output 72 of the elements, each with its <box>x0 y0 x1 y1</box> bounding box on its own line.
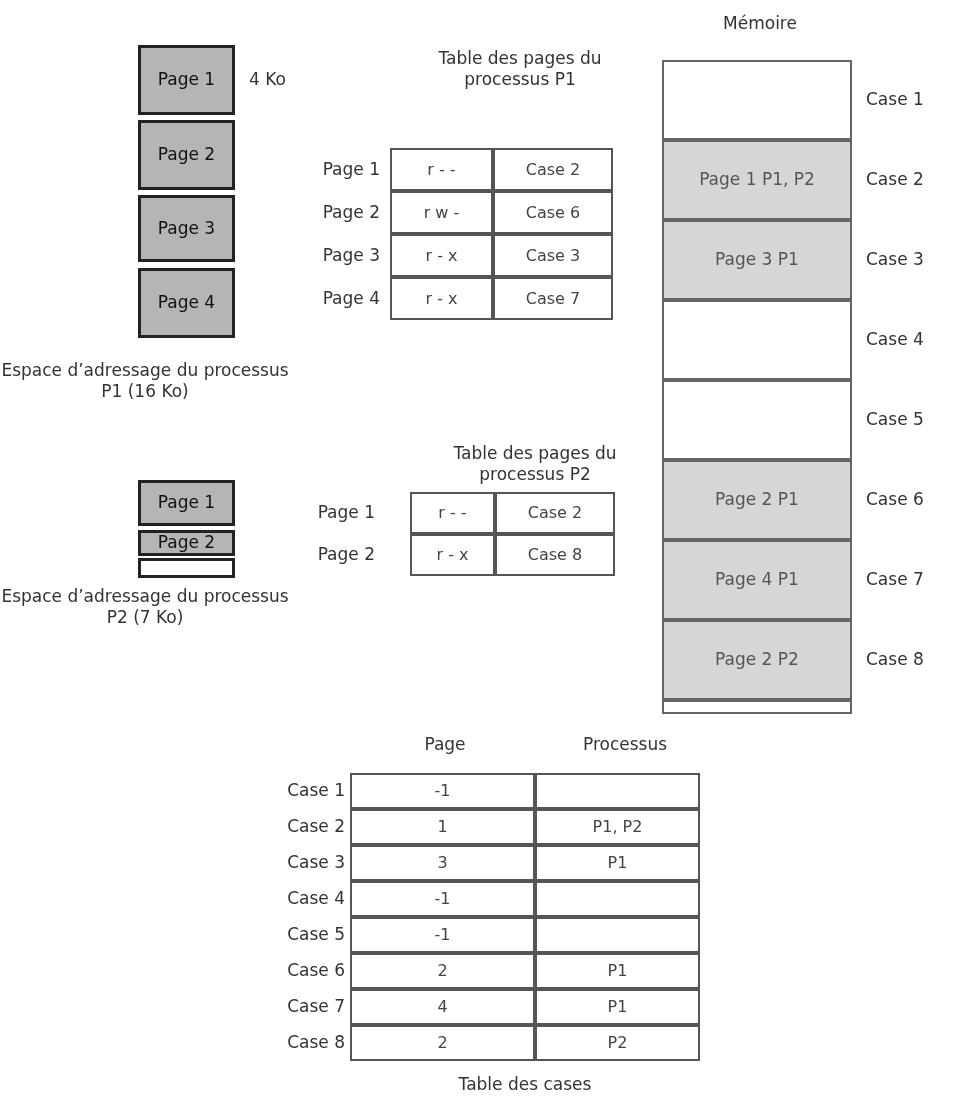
caption-text: Table des cases <box>457 1073 593 1097</box>
table-cell: 1 <box>350 809 535 845</box>
table-cell: r - x <box>390 234 493 277</box>
table-cell: Case 8 <box>495 534 615 576</box>
table-cell: P1, P2 <box>535 809 700 845</box>
page-box: Page 1 <box>138 45 235 115</box>
caption-text: Processus <box>581 733 669 757</box>
row-label: Page 1 <box>321 157 380 181</box>
table-cell: P1 <box>535 845 700 881</box>
table-cell: Case 3 <box>493 234 613 277</box>
page-box: Page 2 <box>138 530 235 556</box>
empty-bar <box>138 558 235 578</box>
caption-text: Table des pages du processus P2 <box>452 441 618 486</box>
caption-text: Espace d’adressage du processus P1 (16 Ko) <box>0 358 290 403</box>
empty-memory-frame <box>662 300 852 380</box>
row-label: Case 1 <box>286 779 345 803</box>
table-cell: Case 2 <box>493 148 613 191</box>
empty-memory-frame <box>662 60 852 140</box>
row-label: Case 5 <box>286 923 345 947</box>
caption-text: Mémoire <box>722 12 798 36</box>
frame-label: Case 4 <box>866 328 925 352</box>
page-box: Page 2 <box>138 120 235 190</box>
table-cell: P2 <box>535 1025 700 1061</box>
row-label: Case 6 <box>286 959 345 983</box>
table-cell: P1 <box>535 989 700 1025</box>
caption-text: Espace d’adressage du processus P2 (7 Ko) <box>0 584 290 629</box>
row-label: Page 4 <box>321 286 380 310</box>
frame-label: Case 7 <box>866 568 925 592</box>
table-cell: -1 <box>350 917 535 953</box>
empty-memory-frame <box>662 380 852 460</box>
page-box: Page 3 <box>138 195 235 262</box>
table-cell: Case 6 <box>493 191 613 234</box>
frame-label: Case 3 <box>866 248 925 272</box>
row-label: Case 2 <box>286 815 345 839</box>
page-box: Page 1 <box>138 480 235 526</box>
frame-label: Case 1 <box>866 88 925 112</box>
caption-text: Page <box>423 733 467 757</box>
row-label: Page 3 <box>321 243 380 267</box>
row-label: Case 7 <box>286 995 345 1019</box>
empty-bar <box>662 700 852 714</box>
table-cell: r - x <box>410 534 495 576</box>
caption-text: Table des pages du processus P1 <box>437 46 603 91</box>
table-cell: Case 2 <box>495 492 615 534</box>
table-cell: Case 7 <box>493 277 613 320</box>
table-cell: r - - <box>410 492 495 534</box>
table-cell: 2 <box>350 1025 535 1061</box>
size-label: 4 Ko <box>249 68 287 92</box>
table-cell: -1 <box>350 773 535 809</box>
frame-label: Case 5 <box>866 408 925 432</box>
row-label: Case 4 <box>286 887 345 911</box>
table-cell: r w - <box>390 191 493 234</box>
memory-frame: Page 4 P1 <box>662 540 852 620</box>
row-label: Page 2 <box>316 543 375 567</box>
row-label: Page 2 <box>321 200 380 224</box>
frame-label: Case 6 <box>866 488 925 512</box>
table-cell: r - - <box>390 148 493 191</box>
memory-frame: Page 2 P1 <box>662 460 852 540</box>
table-cell: 4 <box>350 989 535 1025</box>
memory-frame: Page 3 P1 <box>662 220 852 300</box>
row-label: Case 8 <box>286 1031 345 1055</box>
memory-frame: Page 1 P1, P2 <box>662 140 852 220</box>
table-cell: P1 <box>535 953 700 989</box>
row-label: Page 1 <box>316 501 375 525</box>
frame-label: Case 2 <box>866 168 925 192</box>
memory-frame: Page 2 P2 <box>662 620 852 700</box>
table-cell: r - x <box>390 277 493 320</box>
table-cell: 3 <box>350 845 535 881</box>
table-cell: -1 <box>350 881 535 917</box>
frame-label: Case 8 <box>866 648 925 672</box>
row-label: Case 3 <box>286 851 345 875</box>
table-cell: 2 <box>350 953 535 989</box>
page-box: Page 4 <box>138 268 235 338</box>
